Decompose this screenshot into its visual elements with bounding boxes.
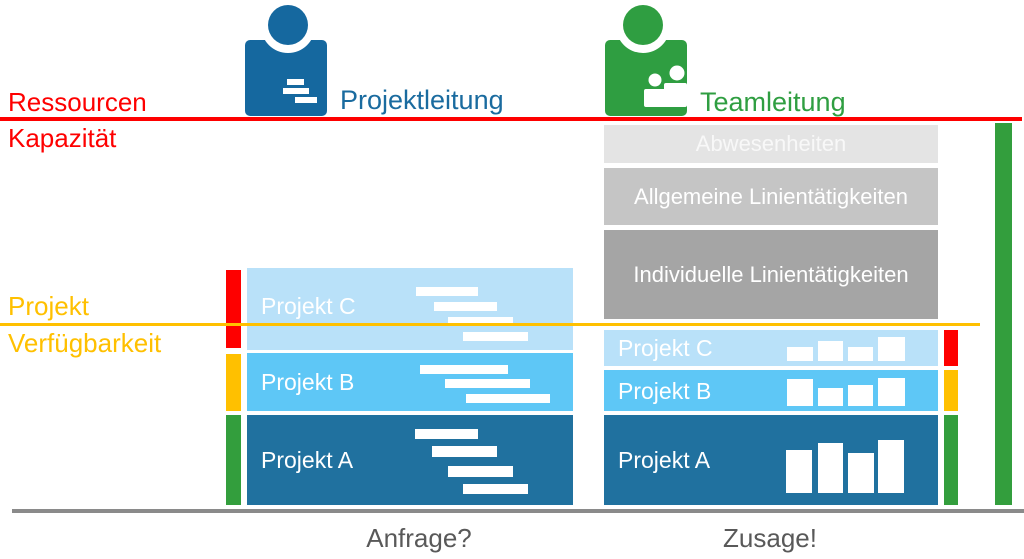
status-indicator-red	[944, 330, 958, 366]
project-box-a-right: Projekt A	[604, 415, 938, 505]
verfuegbarkeit-label: Verfügbarkeit	[8, 328, 162, 358]
white-bar	[448, 317, 513, 326]
status-indicator-green	[944, 415, 958, 505]
white-bar	[818, 388, 843, 406]
activity-label: Allgemeine Linientätigkeiten	[634, 183, 908, 209]
status-indicator-green	[226, 415, 241, 505]
white-bar	[415, 429, 478, 439]
white-bar	[463, 484, 528, 494]
project-label: Projekt C	[618, 335, 713, 361]
project-lead-person-icon	[245, 4, 327, 116]
status-indicator-yellow	[226, 354, 241, 411]
zusage-caption: Zusage!	[723, 523, 817, 553]
project-box-b-right: Projekt B	[604, 370, 938, 411]
capacity-divider-line	[0, 117, 1022, 121]
projektleitung-label: Projektleitung	[340, 85, 504, 115]
white-bar	[448, 466, 513, 477]
kapazitaet-label: Kapazität	[8, 123, 117, 153]
white-bar	[848, 385, 873, 406]
project-box-c-right: Projekt C	[604, 330, 938, 366]
anfrage-caption: Anfrage?	[366, 523, 472, 553]
projekt-label: Projekt	[8, 291, 89, 321]
white-bar	[463, 332, 528, 341]
white-bar	[432, 446, 497, 457]
white-bar	[786, 450, 812, 493]
white-bar	[445, 379, 530, 388]
activity-box-individuelle-linientaetigkeiten: Individuelle Linientätigkeiten	[604, 230, 938, 319]
baseline	[12, 509, 1024, 513]
project-label: Projekt A	[261, 447, 354, 473]
ressourcen-label: Ressourcen	[8, 87, 147, 117]
project-label: Projekt A	[618, 447, 711, 473]
white-bar	[848, 347, 873, 361]
white-bar	[848, 453, 874, 493]
capacity-green-bar	[995, 123, 1012, 505]
activity-label: Individuelle Linientätigkeiten	[633, 261, 909, 287]
white-bar	[787, 347, 813, 361]
teamleitung-label: Teamleitung	[700, 87, 846, 117]
team-lead-person-icon	[605, 4, 687, 116]
white-bar	[420, 365, 508, 374]
white-bar	[466, 394, 550, 403]
activity-box-abwesenheiten: Abwesenheiten	[604, 125, 938, 163]
white-bar	[416, 287, 478, 296]
white-bar	[787, 379, 813, 406]
status-indicator-yellow	[944, 370, 958, 411]
project-label: Projekt C	[261, 293, 356, 319]
white-bar	[878, 337, 905, 361]
white-bar	[878, 378, 905, 406]
project-box-a-left: Projekt A	[247, 415, 573, 505]
white-bar	[878, 440, 904, 493]
project-box-c-left: Projekt C	[247, 268, 573, 350]
project-box-b-left: Projekt B	[247, 353, 573, 411]
availability-divider-line	[0, 323, 980, 326]
activity-label: Abwesenheiten	[695, 131, 847, 156]
status-indicator-red	[226, 270, 241, 348]
white-bar	[434, 302, 497, 311]
white-bar	[818, 443, 843, 493]
project-label: Projekt B	[261, 369, 355, 395]
activity-box-allgemeine-linientaetigkeiten: Allgemeine Linientätigkeiten	[604, 168, 938, 225]
project-label: Projekt B	[618, 378, 712, 404]
white-bar	[818, 341, 843, 361]
